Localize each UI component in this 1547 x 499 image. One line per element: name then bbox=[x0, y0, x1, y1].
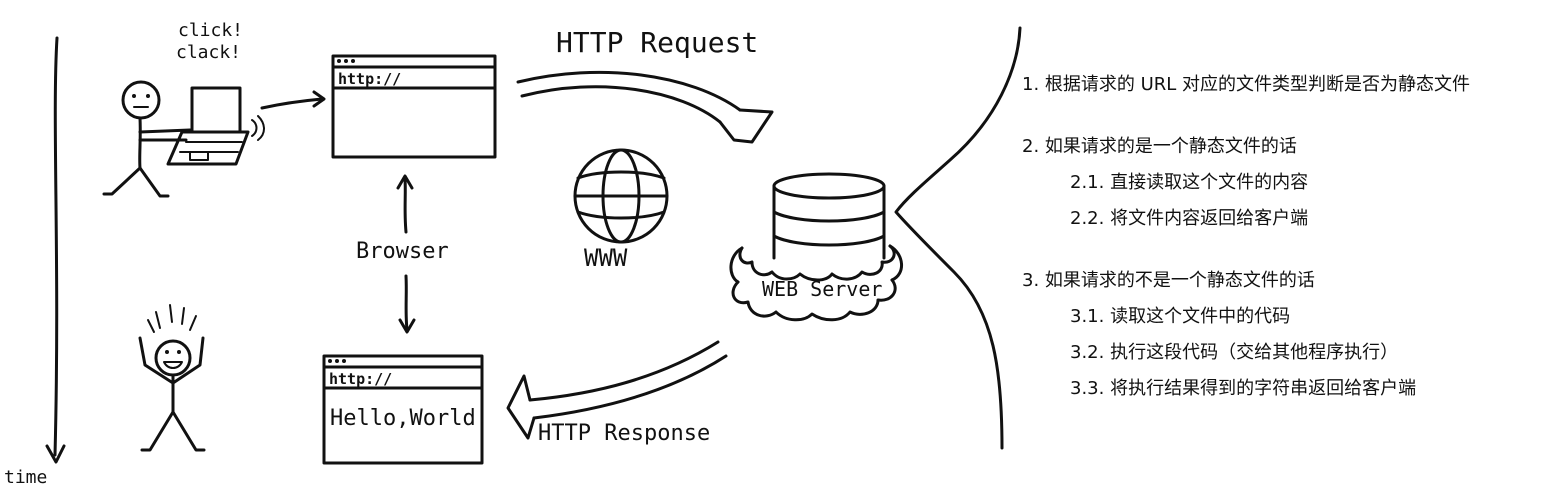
hello-world-text: Hello,World! bbox=[330, 406, 489, 431]
step-2: 2. 如果请求的是一个静态文件的话 bbox=[1022, 136, 1297, 157]
clack-label: clack! bbox=[176, 42, 241, 63]
click-label: click! bbox=[178, 20, 243, 41]
time-label: time bbox=[4, 467, 47, 488]
step-2-1: 2.1. 直接读取这个文件的内容 bbox=[1070, 172, 1309, 193]
step-3: 3. 如果请求的不是一个静态文件的话 bbox=[1022, 270, 1315, 291]
http-request-label: HTTP Request bbox=[556, 26, 758, 59]
url-top: http:// bbox=[338, 70, 401, 88]
step-3-2: 3.2. 执行这段代码（交给其他程序执行） bbox=[1070, 342, 1399, 363]
happy-user bbox=[138, 304, 206, 452]
http-response-label: HTTP Response bbox=[538, 421, 710, 446]
www-label: WWW bbox=[584, 244, 628, 272]
user-with-laptop bbox=[102, 80, 265, 198]
step-1: 1. 根据请求的 URL 对应的文件类型判断是否为静态文件 bbox=[1022, 74, 1471, 95]
timeline: time bbox=[4, 36, 66, 488]
web-server-label: WEB Server bbox=[762, 277, 882, 301]
user-to-browser-arrow bbox=[260, 97, 324, 110]
browser-window-bottom: http:// Hello,World! bbox=[322, 354, 489, 465]
step-3-1: 3.1. 读取这个文件中的代码 bbox=[1070, 306, 1291, 327]
url-bottom: http:// bbox=[329, 370, 392, 388]
browser-down-arrow bbox=[404, 274, 409, 332]
http-request-arrow bbox=[516, 70, 774, 144]
web-server: WEB Server bbox=[729, 172, 903, 322]
processing-steps: 1. 根据请求的 URL 对应的文件类型判断是否为静态文件 2. 如果请求的是一… bbox=[1022, 72, 1542, 402]
step-2-2: 2.2. 将文件内容返回给客户端 bbox=[1070, 208, 1309, 229]
http-response-arrow bbox=[506, 340, 728, 440]
browser-window-top: http:// bbox=[331, 54, 497, 159]
www-globe: WWW bbox=[573, 148, 669, 272]
step-3-3: 3.3. 将执行结果得到的字符串返回给客户端 bbox=[1070, 378, 1417, 399]
process-bracket bbox=[894, 26, 1022, 450]
browser-up-arrow bbox=[403, 176, 408, 234]
browser-label: Browser bbox=[356, 239, 449, 264]
